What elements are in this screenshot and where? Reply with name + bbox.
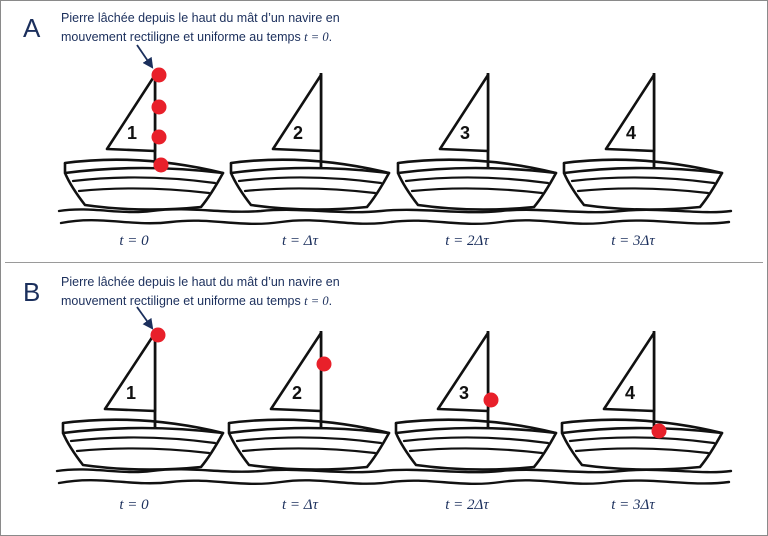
boat-2: 2 (227, 331, 391, 471)
wave-line (59, 218, 731, 225)
hull-stripe (402, 436, 550, 445)
sail (604, 73, 656, 153)
wave-line (57, 478, 731, 485)
stone (150, 327, 166, 343)
caption-line-1: Pierre lâchée depuis le haut du mât d’un… (61, 275, 340, 289)
boat-number: 3 (459, 383, 469, 403)
hull-stripe (408, 447, 544, 455)
time-label: t = 2Δτ (445, 233, 489, 249)
hull-stripe (574, 447, 710, 455)
boat-deck (562, 158, 724, 175)
boat-3: 3 (396, 73, 558, 211)
sail (269, 331, 323, 413)
stone (151, 67, 167, 83)
hull-stripe (404, 176, 550, 185)
boat-deck (394, 418, 558, 435)
boat-deck (560, 418, 724, 435)
caption-end: . (328, 30, 333, 44)
boat-hull (229, 163, 391, 211)
boat-number: 4 (625, 383, 635, 403)
stone (151, 99, 167, 115)
wave-line (55, 468, 733, 474)
hull-stripe (568, 436, 716, 445)
caption-line-2: mouvement rectiligne et uniforme au temp… (61, 28, 391, 47)
boat-number: 2 (292, 383, 302, 403)
caption-text: mouvement rectiligne et uniforme au temp… (61, 30, 305, 44)
boat-hull (396, 163, 558, 211)
sail (436, 331, 490, 413)
boat-number: 3 (460, 123, 470, 143)
time-label: t = 2Δτ (445, 497, 489, 513)
time-label: t = Δτ (282, 233, 318, 249)
boat-number: 2 (293, 123, 303, 143)
time-label: t = 0 (119, 233, 149, 249)
hull-stripe (69, 436, 217, 445)
panel-divider (5, 262, 763, 263)
boat-hull (560, 423, 724, 471)
stone (483, 392, 499, 408)
hull-stripe (243, 187, 377, 195)
hull-stripe (576, 187, 710, 195)
boat-3: 3 (394, 331, 558, 471)
hull-stripe (235, 436, 383, 445)
panel-b: B Pierre lâchée depuis le haut du mât d’… (1, 265, 767, 527)
hull-stripe (75, 447, 211, 455)
hull-stripe (570, 176, 716, 185)
hull-stripe (71, 176, 217, 185)
boat-1: 1 (63, 73, 225, 211)
caption-text: mouvement rectiligne et uniforme au temp… (61, 294, 305, 308)
wave-line (57, 208, 733, 214)
boat-deck (61, 418, 225, 435)
stone (151, 129, 167, 145)
panel-caption: Pierre lâchée depuis le haut du mât d’un… (61, 9, 391, 47)
panel-letter: B (23, 277, 41, 307)
pointer-arrow (136, 44, 154, 69)
time-label: t = Δτ (282, 497, 318, 513)
sail (103, 331, 157, 413)
boat-hull (394, 423, 558, 471)
boat-4: 4 (562, 73, 724, 211)
boat-number: 1 (126, 383, 136, 403)
boat-deck (63, 158, 225, 175)
stone (651, 423, 667, 439)
boat-deck (396, 158, 558, 175)
panel-caption: Pierre lâchée depuis le haut du mât d’un… (61, 273, 391, 311)
boat-hull (562, 163, 724, 211)
boat-4: 4 (560, 331, 724, 471)
boat-hull (61, 423, 225, 471)
sail (438, 73, 490, 153)
time-label: t = 3Δτ (611, 497, 655, 513)
time-label: t = 0 (119, 497, 149, 513)
time-label: t = 3Δτ (611, 233, 655, 249)
panel-letter: A (23, 13, 41, 43)
boat-1: 1 (61, 331, 225, 471)
caption-line-1: Pierre lâchée depuis le haut du mât d’un… (61, 11, 340, 25)
boat-hull (63, 163, 225, 211)
boat-deck (229, 158, 391, 175)
panel-a: A Pierre lâchée depuis le haut du mât d’… (1, 1, 767, 263)
boat-deck (227, 418, 391, 435)
caption-end: . (328, 294, 333, 308)
stone (316, 356, 332, 372)
caption-math: t = 0 (304, 294, 329, 308)
boat-number: 4 (626, 123, 636, 143)
boat-hull (227, 423, 391, 471)
pointer-arrow (136, 306, 154, 330)
sail (271, 73, 323, 153)
boat-number: 1 (127, 123, 137, 143)
hull-stripe (237, 176, 383, 185)
hull-stripe (410, 187, 544, 195)
caption-math: t = 0 (304, 30, 329, 44)
caption-line-2: mouvement rectiligne et uniforme au temp… (61, 292, 391, 311)
hull-stripe (77, 187, 211, 195)
hull-stripe (241, 447, 377, 455)
boat-2: 2 (229, 73, 391, 211)
sail (602, 331, 656, 413)
stone (153, 157, 169, 173)
boats-scene-a: 1 2 3 (57, 44, 733, 225)
boats-scene-b: 1 2 3 (55, 306, 733, 485)
